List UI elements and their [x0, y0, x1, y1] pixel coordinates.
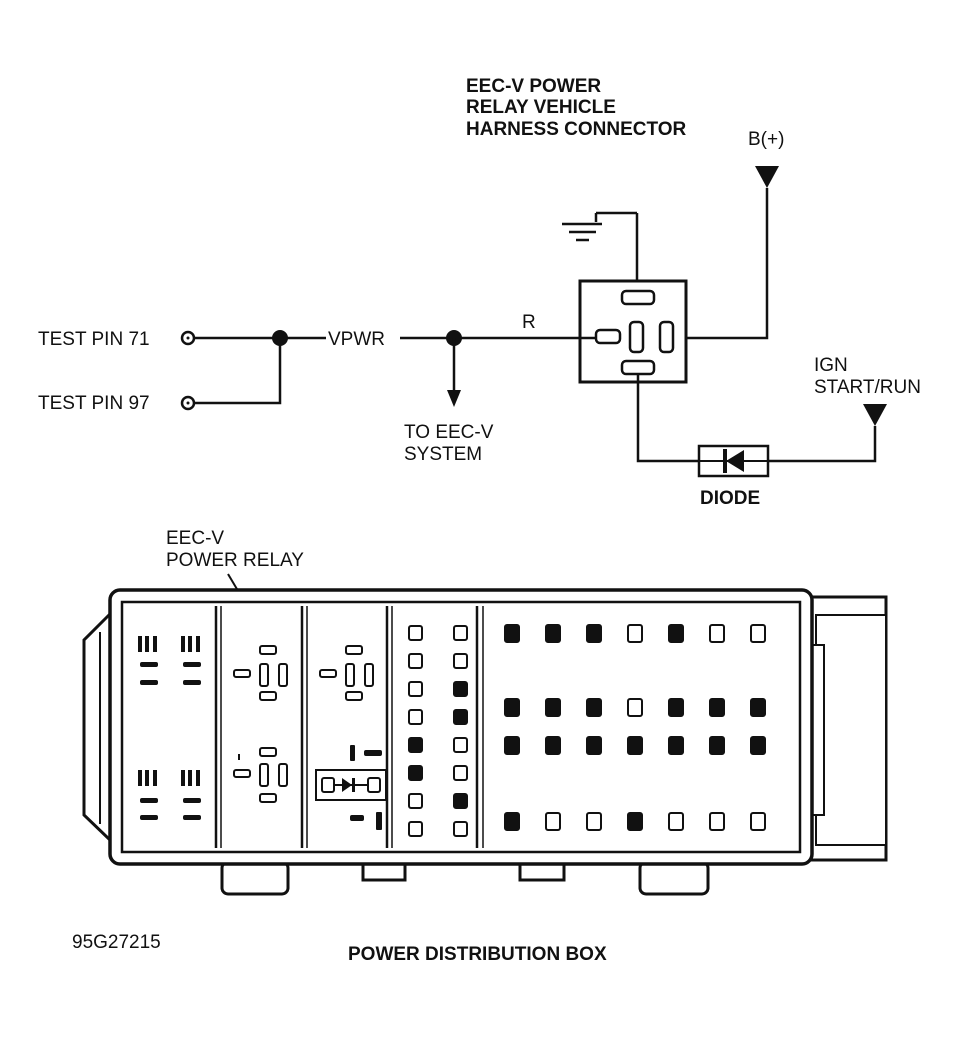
connector-title-line3: HARNESS CONNECTOR [466, 119, 687, 140]
wire-r-label: R [522, 312, 536, 333]
relay-callout-line2: POWER RELAY [166, 550, 304, 571]
figure-id: 95G27215 [72, 932, 161, 953]
wire-diode-left [636, 374, 699, 463]
ign-terminal-icon [863, 404, 887, 426]
ign-label-line1: IGN [814, 355, 848, 376]
wire-test-pin-97 [194, 338, 282, 405]
ground-icon [562, 211, 639, 290]
test-pin-97-label: TEST PIN 97 [38, 393, 150, 414]
relay-harness-connector [578, 279, 688, 384]
to-eec-label-line1: TO EEC-V [404, 422, 494, 443]
arrow-down-icon [447, 390, 461, 407]
power-distribution-box [82, 588, 888, 896]
vpwr-label: VPWR [328, 329, 385, 350]
test-pin-97-terminal-icon [180, 395, 196, 411]
connector-title-line2: RELAY VEHICLE [466, 97, 616, 118]
relay-callout-line1: EEC-V [166, 528, 224, 549]
test-pin-71-label: TEST PIN 71 [38, 329, 150, 350]
ign-label-line2: START/RUN [814, 377, 921, 398]
to-eec-label-line2: SYSTEM [404, 444, 482, 465]
b-plus-wire [686, 188, 769, 340]
test-pin-71-terminal-icon [180, 330, 196, 346]
splice-dot-1 [272, 330, 288, 346]
wire-ign [768, 426, 877, 463]
connector-title-line1: EEC-V POWER [466, 76, 601, 97]
diode-icon [697, 444, 770, 478]
b-plus-label: B(+) [748, 129, 784, 150]
box-title: POWER DISTRIBUTION BOX [348, 944, 607, 965]
diode-label: DIODE [700, 488, 760, 509]
b-plus-terminal-icon [755, 166, 779, 188]
